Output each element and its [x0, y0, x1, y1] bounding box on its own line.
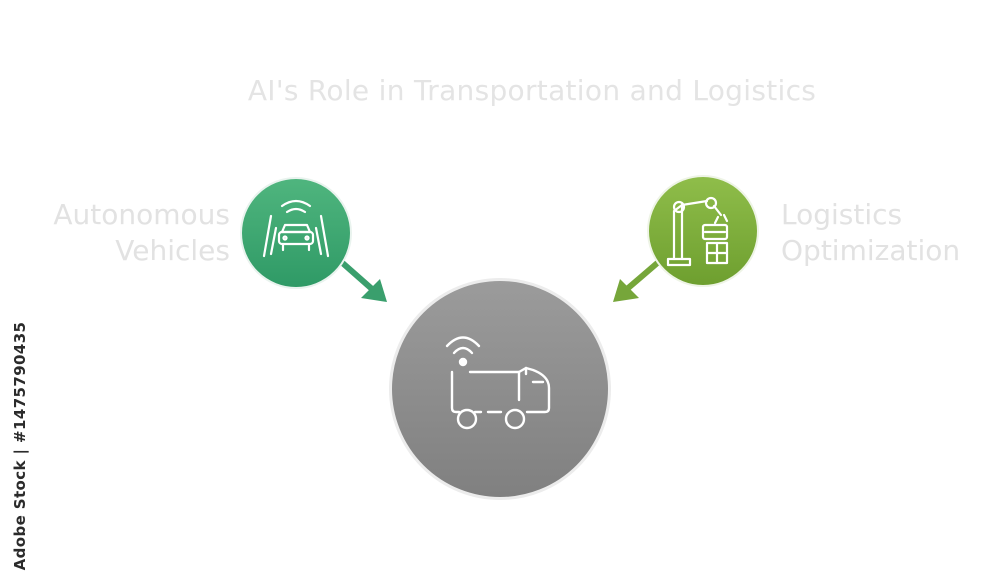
- diagram-title: AI's Role in Transportation and Logistic…: [247, 74, 817, 107]
- center-transport-node: [389, 278, 611, 500]
- left-arrow: [335, 256, 387, 302]
- logistics-optimization-label-line1: Logistics: [781, 198, 903, 231]
- logistics-optimization-label-line2: Optimization: [781, 234, 961, 267]
- connected-truck-icon: [445, 336, 551, 430]
- autonomous-vehicles-label-line1: Autonomous: [53, 198, 230, 231]
- stock-watermark-text: Adobe Stock | #1475790435: [11, 321, 29, 571]
- autonomous-car-icon: [262, 199, 330, 258]
- autonomous-vehicles-label: Autonomous Vehicles: [40, 197, 230, 269]
- right-arrow: [613, 256, 665, 302]
- autonomous-vehicles-label-line2: Vehicles: [115, 234, 230, 267]
- robotic-arm-icon: [666, 196, 729, 267]
- autonomous-vehicles-node: [240, 177, 352, 289]
- stock-watermark: Adobe Stock | #1475790435: [8, 322, 32, 571]
- logistics-optimization-node: [647, 175, 759, 287]
- logistics-optimization-label: Logistics Optimization: [781, 197, 991, 269]
